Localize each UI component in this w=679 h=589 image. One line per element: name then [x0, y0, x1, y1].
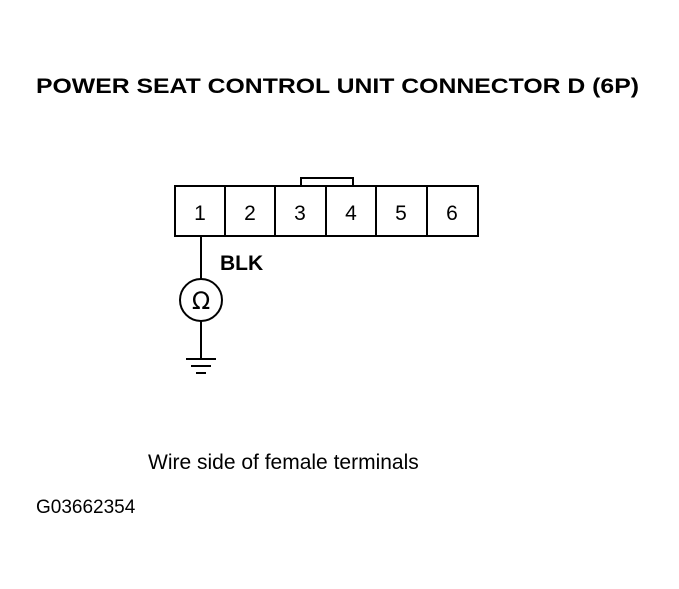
connector-body: 1 2 3 4 5 6: [174, 177, 479, 237]
pin-number-6: 6: [446, 202, 458, 225]
ohmmeter-icon: Ω: [179, 278, 223, 322]
pin-number-4: 4: [345, 202, 357, 225]
ground-symbol-icon: [186, 358, 216, 374]
wire-color-label: BLK: [220, 252, 263, 275]
pin-number-2: 2: [244, 202, 256, 225]
connector-lock-tab: [300, 177, 354, 186]
ohm-symbol: Ω: [192, 287, 210, 315]
figure-id: G03662354: [36, 497, 136, 518]
pin-number-3: 3: [294, 202, 306, 225]
pin-number-5: 5: [395, 202, 407, 225]
view-caption: Wire side of female terminals: [148, 451, 419, 474]
diagram-title: POWER SEAT CONTROL UNIT CONNECTOR D (6P): [36, 75, 639, 98]
pin-number-1: 1: [194, 202, 206, 225]
